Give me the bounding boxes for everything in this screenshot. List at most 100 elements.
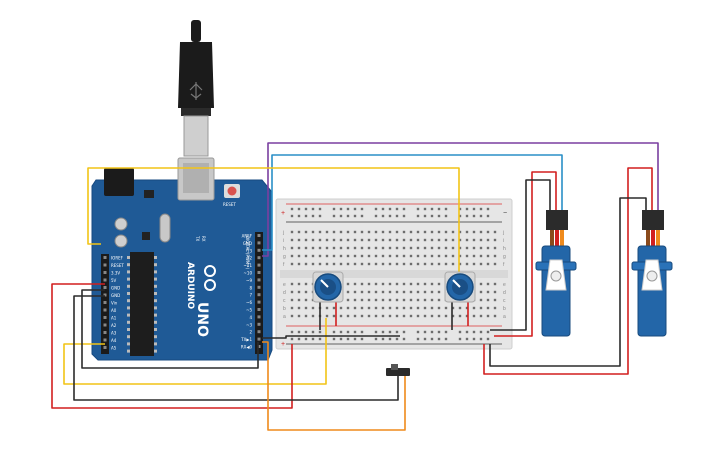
terminal-hole[interactable] [416, 230, 420, 234]
rail-hole[interactable] [465, 330, 469, 334]
terminal-hole[interactable] [290, 262, 294, 266]
header-pin[interactable] [257, 256, 261, 260]
terminal-hole[interactable] [374, 246, 378, 250]
terminal-hole[interactable] [297, 246, 301, 250]
terminal-hole[interactable] [311, 246, 315, 250]
terminal-hole[interactable] [409, 282, 413, 286]
rail-hole[interactable] [472, 207, 476, 211]
rail-hole[interactable] [353, 214, 357, 218]
servo-2[interactable] [631, 210, 673, 337]
header-pin[interactable] [103, 256, 107, 259]
terminal-hole[interactable] [493, 306, 497, 310]
rail-hole[interactable] [444, 330, 448, 334]
terminal-hole[interactable] [360, 254, 364, 258]
terminal-hole[interactable] [444, 238, 448, 242]
terminal-hole[interactable] [332, 314, 336, 318]
rail-hole[interactable] [311, 214, 315, 218]
terminal-hole[interactable] [423, 246, 427, 250]
terminal-hole[interactable] [374, 238, 378, 242]
terminal-hole[interactable] [304, 290, 308, 294]
rail-hole[interactable] [297, 207, 301, 211]
terminal-hole[interactable] [444, 230, 448, 234]
terminal-hole[interactable] [493, 282, 497, 286]
terminal-hole[interactable] [304, 306, 308, 310]
wire-black-bb[interactable] [262, 335, 400, 339]
rail-hole[interactable] [304, 330, 308, 334]
terminal-hole[interactable] [360, 230, 364, 234]
rail-hole[interactable] [423, 330, 427, 334]
terminal-hole[interactable] [402, 238, 406, 242]
rail-hole[interactable] [311, 330, 315, 334]
terminal-hole[interactable] [311, 254, 315, 258]
header-pin[interactable] [257, 293, 261, 297]
terminal-hole[interactable] [395, 254, 399, 258]
rail-hole[interactable] [465, 337, 469, 341]
terminal-hole[interactable] [353, 282, 357, 286]
rail-hole[interactable] [346, 207, 350, 211]
terminal-hole[interactable] [479, 306, 483, 310]
rail-hole[interactable] [437, 207, 441, 211]
rail-hole[interactable] [318, 337, 322, 341]
rail-hole[interactable] [416, 207, 420, 211]
terminal-hole[interactable] [493, 290, 497, 294]
rail-hole[interactable] [423, 337, 427, 341]
rail-hole[interactable] [486, 214, 490, 218]
rail-hole[interactable] [416, 337, 420, 341]
servo-1-connector[interactable] [546, 210, 568, 230]
rail-hole[interactable] [437, 337, 441, 341]
terminal-hole[interactable] [367, 262, 371, 266]
terminal-hole[interactable] [444, 254, 448, 258]
terminal-hole[interactable] [437, 246, 441, 250]
rail-hole[interactable] [381, 337, 385, 341]
terminal-hole[interactable] [465, 238, 469, 242]
terminal-hole[interactable] [493, 314, 497, 318]
rail-hole[interactable] [388, 214, 392, 218]
terminal-hole[interactable] [479, 254, 483, 258]
terminal-hole[interactable] [304, 314, 308, 318]
terminal-hole[interactable] [311, 262, 315, 266]
terminal-hole[interactable] [360, 306, 364, 310]
terminal-hole[interactable] [486, 298, 490, 302]
terminal-hole[interactable] [458, 314, 462, 318]
terminal-hole[interactable] [381, 298, 385, 302]
terminal-hole[interactable] [423, 254, 427, 258]
terminal-hole[interactable] [472, 246, 476, 250]
rail-hole[interactable] [430, 214, 434, 218]
terminal-hole[interactable] [416, 238, 420, 242]
terminal-hole[interactable] [388, 314, 392, 318]
terminal-hole[interactable] [472, 314, 476, 318]
terminal-hole[interactable] [437, 254, 441, 258]
header-pin[interactable] [103, 316, 107, 319]
arduino-uno[interactable]: ARDUINO UNO DIGITAL (PWM~) RESET TX RX I… [91, 157, 273, 361]
terminal-hole[interactable] [486, 230, 490, 234]
terminal-hole[interactable] [465, 230, 469, 234]
terminal-hole[interactable] [290, 254, 294, 258]
wire-red-5v[interactable] [51, 283, 293, 409]
terminal-hole[interactable] [374, 262, 378, 266]
terminal-hole[interactable] [311, 238, 315, 242]
terminal-hole[interactable] [395, 262, 399, 266]
rail-hole[interactable] [388, 337, 392, 341]
terminal-hole[interactable] [290, 314, 294, 318]
terminal-hole[interactable] [360, 246, 364, 250]
rail-hole[interactable] [346, 330, 350, 334]
terminal-hole[interactable] [388, 246, 392, 250]
terminal-hole[interactable] [360, 262, 364, 266]
terminal-hole[interactable] [367, 298, 371, 302]
terminal-hole[interactable] [346, 262, 350, 266]
terminal-hole[interactable] [297, 238, 301, 242]
terminal-hole[interactable] [346, 230, 350, 234]
rail-hole[interactable] [374, 207, 378, 211]
header-pin[interactable] [103, 263, 107, 267]
rail-hole[interactable] [458, 330, 462, 334]
rail-hole[interactable] [339, 207, 343, 211]
terminal-hole[interactable] [381, 290, 385, 294]
terminal-hole[interactable] [395, 298, 399, 302]
terminal-hole[interactable] [430, 282, 434, 286]
terminal-hole[interactable] [367, 230, 371, 234]
terminal-hole[interactable] [318, 230, 322, 234]
rail-hole[interactable] [339, 337, 343, 341]
terminal-hole[interactable] [332, 246, 336, 250]
terminal-hole[interactable] [437, 262, 441, 266]
rail-hole[interactable] [304, 207, 308, 211]
